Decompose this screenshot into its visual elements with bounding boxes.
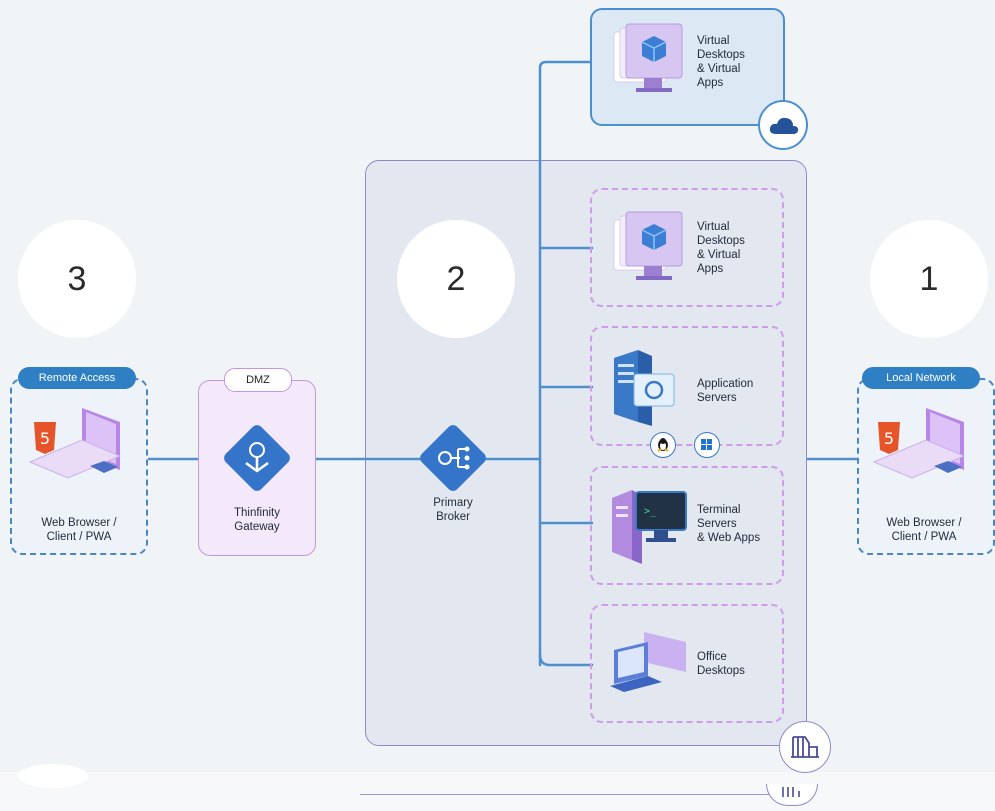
- cloud-vdi-label: Virtual Desktops & Virtual Apps: [697, 35, 745, 89]
- remote-access-tag: Remote Access: [18, 367, 136, 389]
- local-client-icon: 5: [872, 408, 966, 479]
- windows-icon: [701, 439, 712, 450]
- datacenter-badge: [779, 721, 831, 773]
- vdi-icon: [613, 211, 683, 280]
- remote-client-icon: 5: [28, 408, 122, 479]
- broker-icon: [420, 425, 486, 491]
- dmz-tag: DMZ: [224, 368, 292, 392]
- cloud-icon: [769, 117, 799, 134]
- office-icon: [610, 632, 686, 692]
- vdi-box: [590, 188, 784, 307]
- broker-label: Primary Broker: [433, 497, 473, 523]
- linux-icon: [657, 438, 669, 452]
- terminal-box: [590, 466, 784, 585]
- svg-text:5: 5: [884, 429, 894, 448]
- ghost-circle: [18, 764, 88, 788]
- local-network-tag: Local Network: [862, 367, 980, 389]
- zone-number-2: 2: [397, 220, 515, 338]
- linux-badge: [650, 432, 676, 458]
- svg-text:>_: >_: [644, 506, 657, 517]
- terminal-label: Terminal Servers & Web Apps: [697, 504, 761, 544]
- vdi-label: Virtual Desktops & Virtual Apps: [697, 221, 745, 275]
- ghost-panel: [0, 772, 995, 811]
- office-label: Office Desktops: [697, 651, 745, 677]
- zone-number-1: 1: [870, 220, 988, 338]
- gateway-icon: [224, 425, 290, 491]
- local-client-label: Web Browser / Client / PWA: [886, 517, 962, 543]
- building-icon: [791, 736, 819, 758]
- gateway-label: Thinfinity Gateway: [233, 507, 281, 533]
- cloud-badge: [758, 100, 808, 150]
- app-servers-label: Application Servers: [697, 378, 754, 404]
- zone-number-3: 3: [18, 220, 136, 338]
- html5-icon: 5: [34, 422, 56, 454]
- terminal-icon: >_: [612, 490, 687, 564]
- cloud-vdi-icon: [613, 23, 683, 92]
- svg-text:5: 5: [40, 429, 50, 448]
- app-servers-box: [590, 326, 784, 446]
- remote-client-label: Web Browser / Client / PWA: [41, 517, 117, 543]
- local-client-box: [857, 378, 995, 555]
- windows-badge: [694, 432, 720, 458]
- building-icon-ghost: [782, 787, 800, 797]
- html5-icon: 5: [878, 422, 900, 454]
- office-box: [590, 604, 784, 723]
- app-server-icon: [614, 350, 675, 426]
